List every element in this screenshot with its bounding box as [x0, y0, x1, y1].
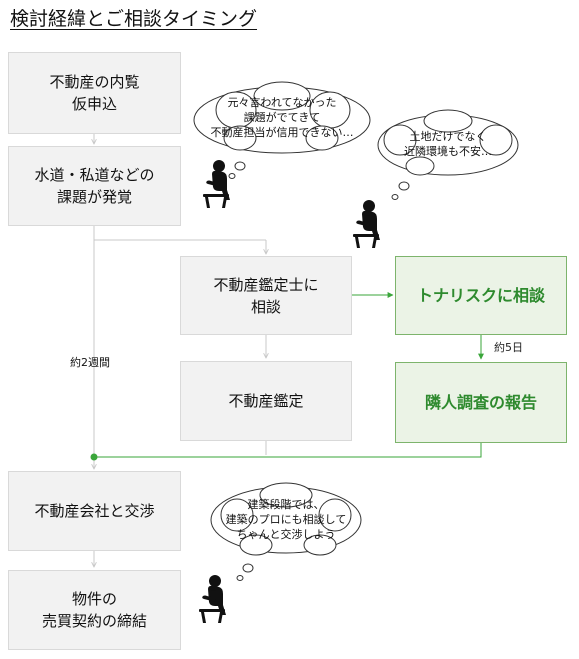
thought-cloud-2: [377, 109, 519, 200]
step-tonarisk-consultation: トナリスクに相談: [395, 256, 567, 335]
step-viewing-application: 不動産の内覧 仮申込: [8, 52, 181, 134]
thought-text-3: 建築段階では、 建築のプロにも相談して ちゃんと交渉しよう: [225, 498, 347, 541]
days-label: 約5日: [494, 341, 523, 354]
connector-g2-return: [94, 443, 482, 458]
step-appraiser-consultation: 不動産鑑定士に 相談: [180, 256, 352, 335]
step-sales-contract: 物件の 売買契約の締結: [8, 570, 181, 650]
thought-text-1: 元々言われてなかった 課題がでてきて 不動産担当が信用できない…: [210, 96, 354, 139]
step-issues-discovered: 水道・私道などの 課題が発覚: [8, 146, 181, 226]
thinking-person-icon: [353, 200, 380, 248]
duration-label: 約2週間: [70, 356, 110, 369]
thinking-person-icon: [203, 160, 230, 208]
junction-dot: [90, 453, 98, 461]
step-appraisal: 不動産鑑定: [180, 361, 352, 441]
thinking-person-icon: [199, 575, 226, 623]
thought-cloud-1: [193, 81, 371, 179]
thought-text-2: 土地だけでなく 近隣環境も不安…: [404, 130, 492, 158]
step-neighbor-report: 隣人調査の報告: [395, 362, 567, 443]
thought-cloud-3: [210, 482, 362, 581]
page-title: 検討経緯とご相談タイミング: [10, 8, 258, 30]
step-negotiation: 不動産会社と交渉: [8, 471, 181, 551]
